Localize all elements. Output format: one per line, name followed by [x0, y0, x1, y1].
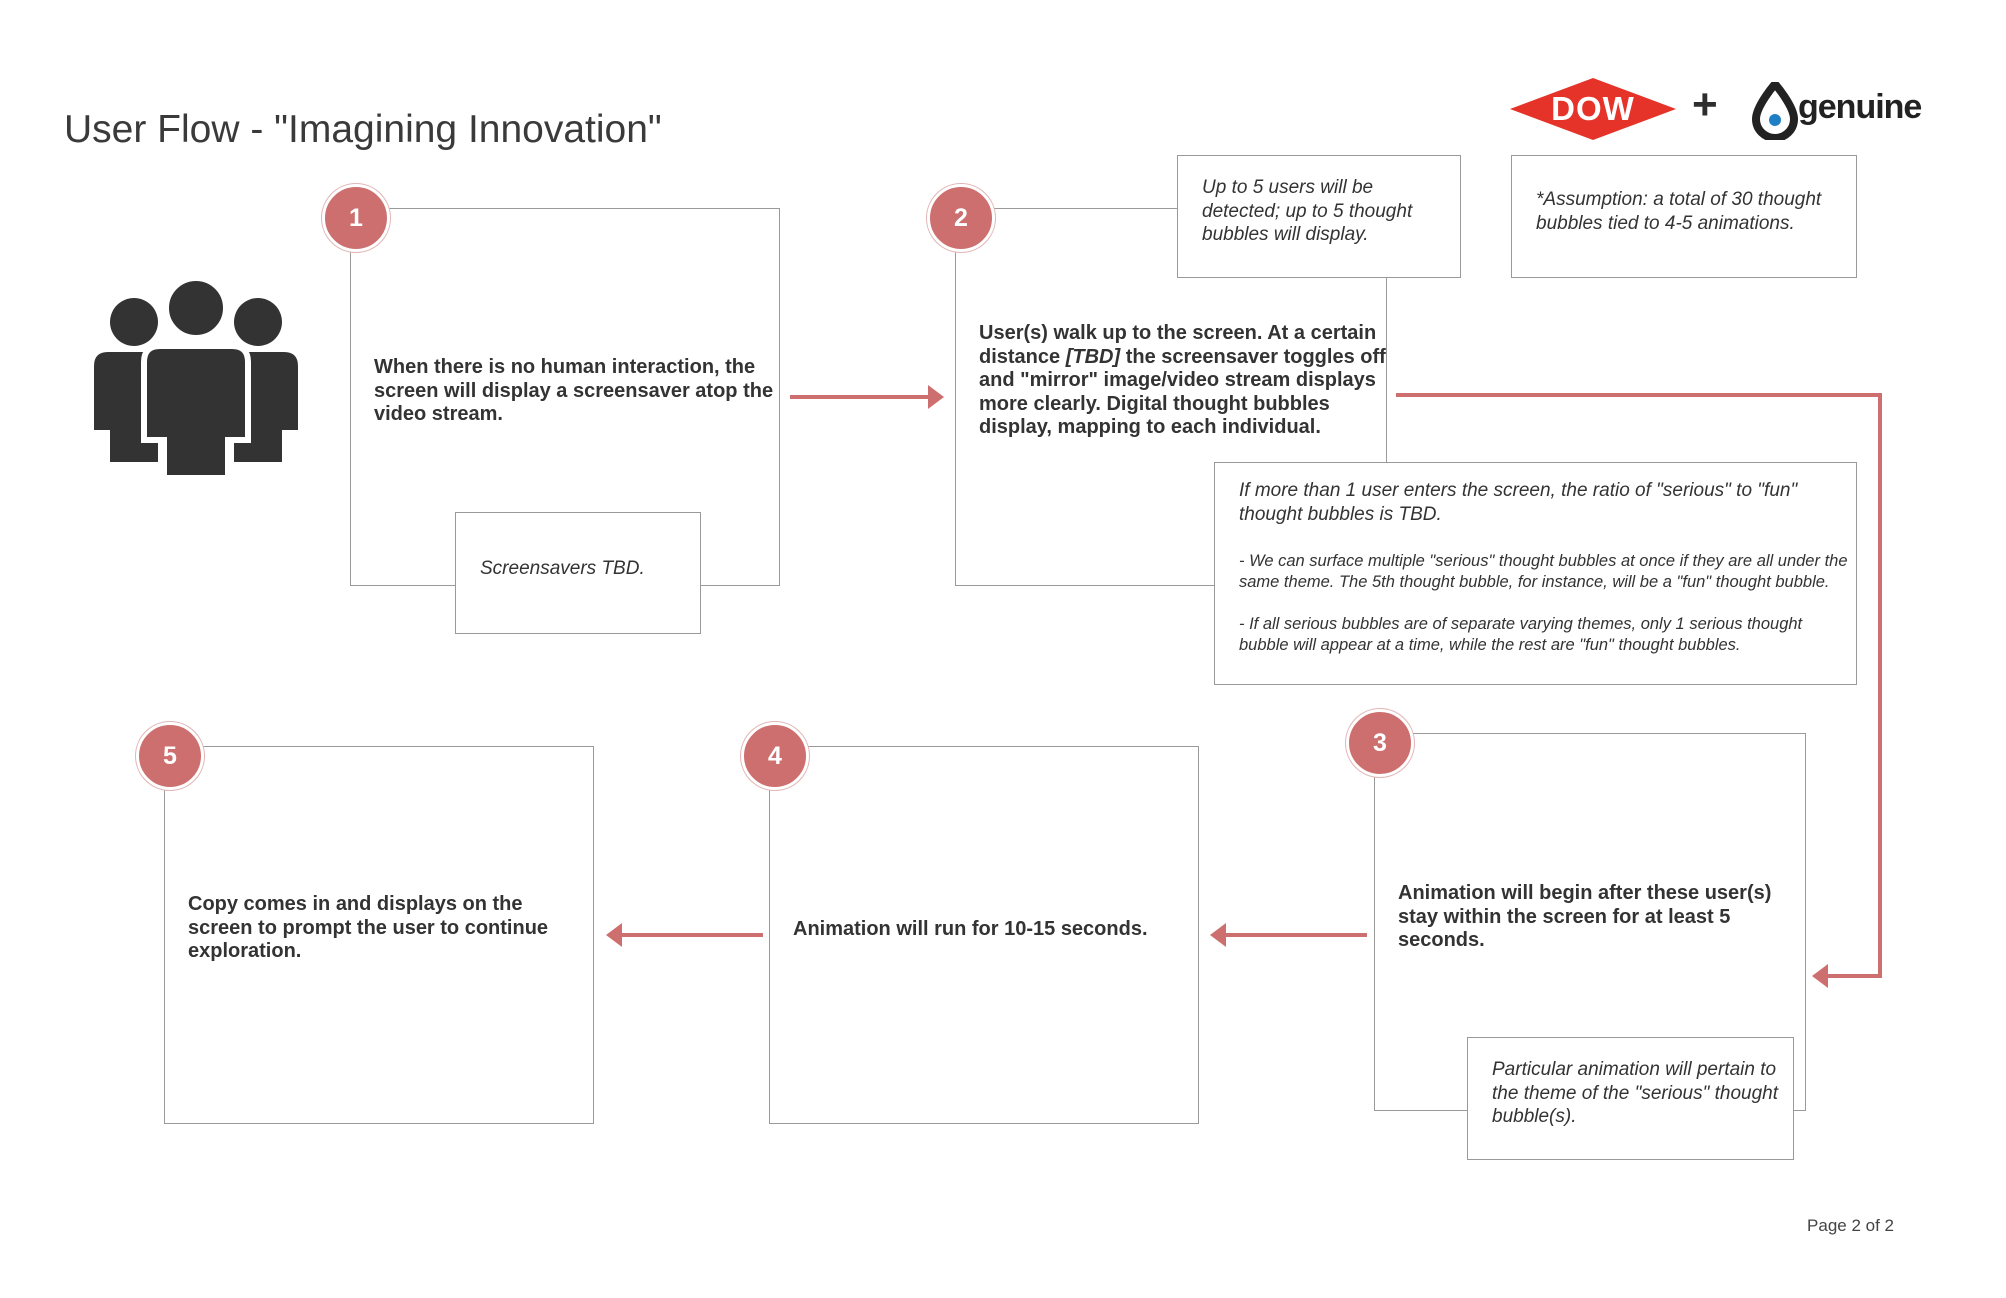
step-5-text: Copy comes in and displays on the screen…: [188, 893, 549, 962]
assumption-note: *Assumption: a total of 30 thought bubbl…: [1511, 155, 1857, 278]
arrow-4-to-5-head: [606, 923, 622, 947]
genuine-logo-text: genuine: [1798, 88, 1922, 126]
step-3-badge: 3: [1346, 709, 1414, 777]
users-detected-note-text: Up to 5 users will be detected; up to 5 …: [1202, 177, 1413, 245]
step-2-box: [955, 208, 1387, 586]
ratio-note-point-1: - We can surface multiple "serious" thou…: [1239, 552, 1848, 591]
step-4-text: Animation will run for 10-15 seconds.: [793, 918, 1148, 940]
step-1-badge: 1: [322, 184, 390, 252]
step-2-text-tbd: [TBD]: [1065, 345, 1121, 368]
step-2-text-a: User(s) walk up to the screen. At a cert…: [979, 322, 1377, 368]
step-4-box: [769, 746, 1199, 1124]
assumption-note-text: *Assumption: a total of 30 thought bubbl…: [1536, 189, 1822, 234]
page-title: User Flow - "Imagining Innovation": [64, 108, 662, 151]
dow-diamond-icon: [1510, 78, 1676, 140]
step-2-text-b: the screensaver toggles off and "mirror"…: [979, 345, 1386, 439]
users-detected-note: Up to 5 users will be detected; up to 5 …: [1177, 155, 1461, 278]
step-2-badge: 2: [927, 184, 995, 252]
genuine-logo: genuine: [1750, 82, 1922, 142]
dow-logo: DOW: [1508, 76, 1678, 142]
animation-theme-note-text: Particular animation will pertain to the…: [1492, 1059, 1779, 1127]
ratio-note-intro: If more than 1 user enters the screen, t…: [1239, 480, 1798, 525]
step-5-badge: 5: [136, 722, 204, 790]
users-group-icon: [88, 280, 304, 480]
animation-theme-note: Particular animation will pertain to the…: [1467, 1037, 1794, 1160]
screensavers-note: Screensavers TBD.: [455, 512, 701, 634]
arrow-1-to-2-head: [928, 385, 944, 409]
step-5-box: [164, 746, 594, 1124]
step-2-text: User(s) walk up to the screen. At a cert…: [979, 322, 1389, 440]
dow-logo-text: DOW: [1551, 90, 1635, 127]
page-number: Page 2 of 2: [1807, 1216, 1894, 1235]
ratio-note: If more than 1 user enters the screen, t…: [1214, 462, 1857, 685]
genuine-drop-icon: [1751, 82, 1799, 140]
arrow-2-to-3-head: [1812, 964, 1828, 988]
step-3-text: Animation will begin after these user(s)…: [1398, 882, 1772, 951]
step-1-text: When there is no human interaction, the …: [374, 356, 774, 425]
arrow-3-to-4-head: [1210, 923, 1226, 947]
screensavers-note-text: Screensavers TBD.: [480, 558, 645, 579]
plus-sign: +: [1692, 80, 1718, 129]
ratio-note-point-2: - If all serious bubbles are of separate…: [1239, 615, 1803, 654]
step-4-badge: 4: [741, 722, 809, 790]
